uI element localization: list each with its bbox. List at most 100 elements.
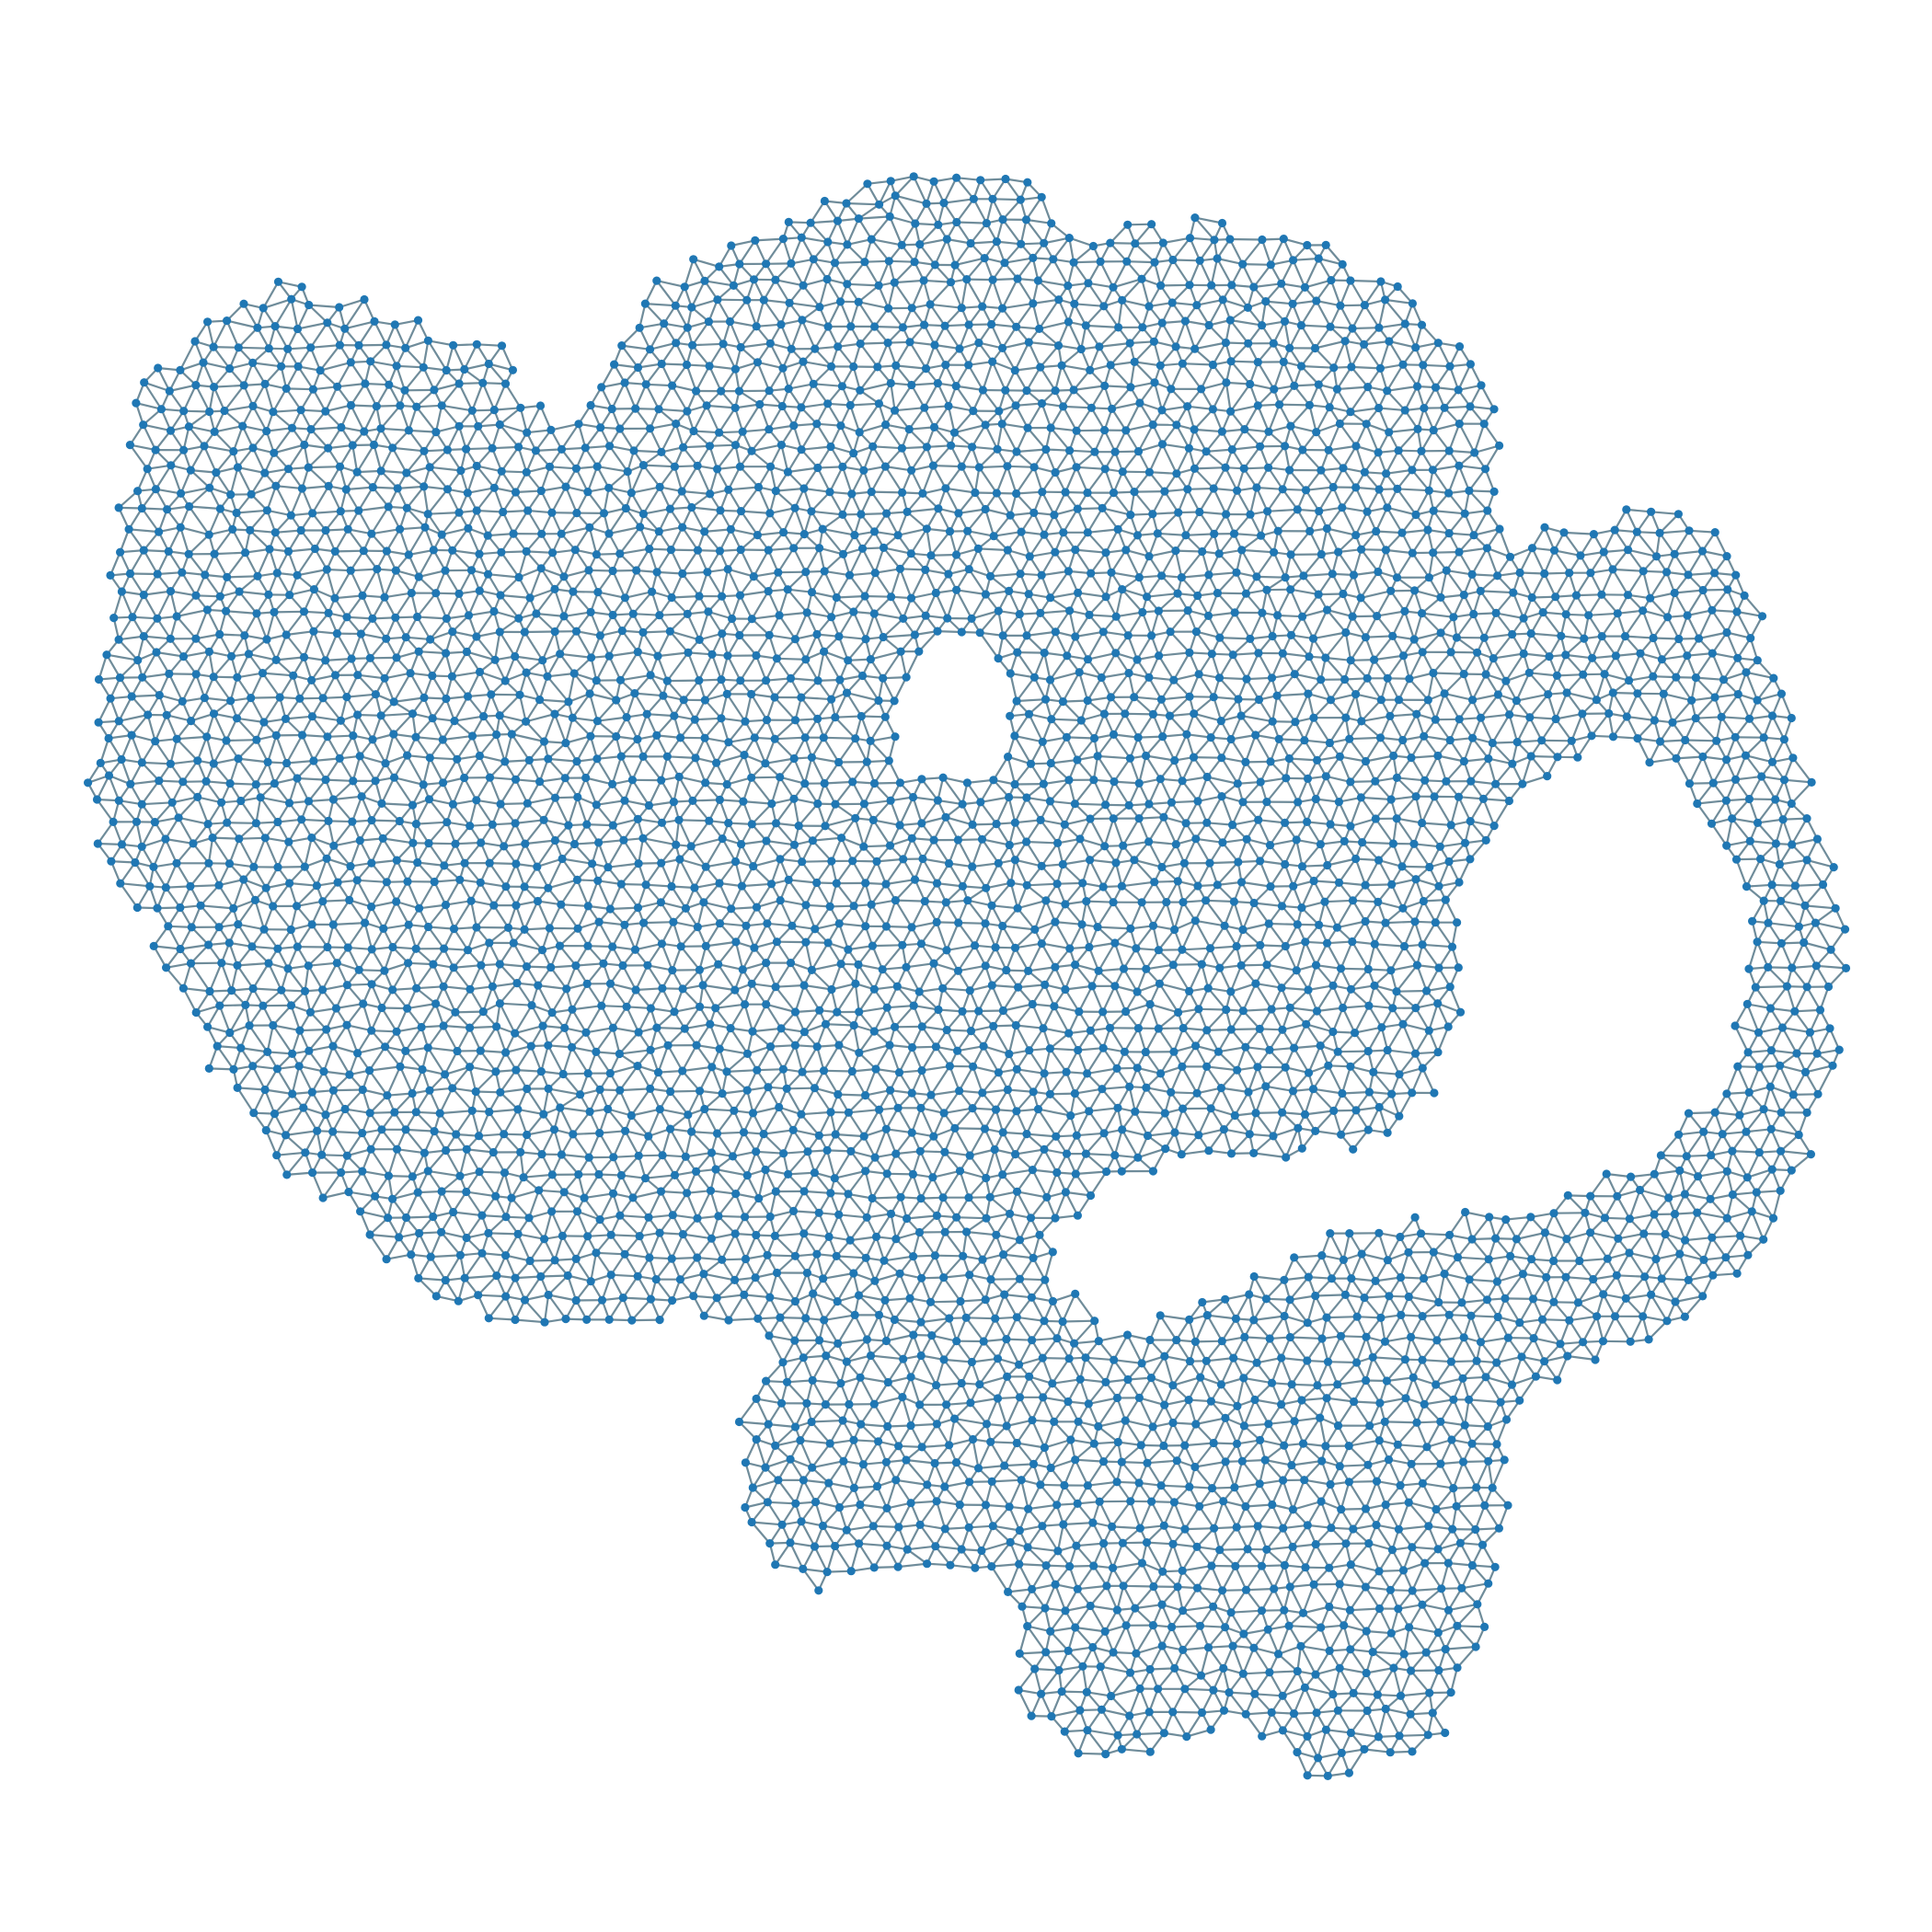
graph-edge (1469, 757, 1489, 782)
graph-edge (358, 343, 386, 347)
graph-edge (143, 423, 171, 432)
graph-edge (1241, 263, 1255, 288)
graph-edge (1163, 236, 1190, 245)
graph-edge (889, 215, 903, 246)
graph-edge (262, 298, 293, 309)
graph-edge (350, 362, 366, 385)
graph-edge (1339, 305, 1353, 329)
graph-edge (799, 383, 815, 408)
graph-edge (1388, 428, 1419, 433)
graph-edge (863, 261, 880, 286)
graph-edge (398, 405, 410, 431)
graph-edge (264, 384, 274, 413)
graph-edge (1480, 590, 1513, 594)
graph-edge (1180, 550, 1203, 579)
graph-edge (1344, 340, 1352, 368)
graph-edge (776, 487, 804, 492)
graph-edge (465, 425, 479, 450)
graph-edge (393, 673, 412, 703)
graph-edge (1695, 717, 1718, 742)
graph-edge (475, 799, 494, 825)
graph-edge (1473, 423, 1486, 454)
graph-edge (1110, 386, 1132, 410)
graph-edge (336, 362, 352, 387)
graph-edge (633, 428, 651, 452)
graph-edge (272, 427, 293, 454)
graph-edge (1736, 611, 1752, 639)
graph-edge (312, 715, 341, 722)
graph-edge (800, 696, 832, 701)
graph-edge (774, 279, 791, 304)
graph-edge (910, 384, 926, 408)
graph-edge (1194, 216, 1223, 224)
graph-edge (189, 505, 221, 511)
graph-edge (493, 383, 507, 411)
graph-edge (1102, 305, 1120, 328)
graph-edge (1085, 305, 1105, 327)
graph-edge (1001, 278, 1018, 309)
graph-edge (322, 697, 342, 721)
graph-edge (730, 320, 757, 328)
graph-edge (1230, 284, 1249, 309)
graph-edge (1075, 430, 1096, 453)
graph-edge (1205, 431, 1224, 453)
graph-edge (955, 177, 975, 200)
graph-edge (671, 385, 688, 412)
graph-edge (667, 679, 699, 683)
graph-edge (1397, 428, 1419, 452)
graph-edge (894, 176, 914, 197)
graph-edge (495, 734, 506, 763)
graph-edge (1002, 340, 1029, 350)
graph-edge (1002, 218, 1022, 245)
graph-edge (1336, 366, 1352, 390)
graph-edge (1110, 364, 1132, 388)
graph-edge (1015, 303, 1034, 328)
graph-edge (155, 591, 172, 619)
graph-edge (1377, 299, 1386, 328)
graph-edge (1244, 734, 1257, 763)
graph-edge (755, 299, 765, 328)
graph-edge (811, 510, 844, 516)
graph-edge (788, 361, 804, 390)
graph-edge (658, 385, 673, 410)
graph-edge (1015, 466, 1036, 495)
graph-edge (1194, 428, 1223, 433)
graph-edge (471, 382, 484, 411)
graph-edge (275, 735, 288, 764)
graph-edge (1134, 241, 1164, 245)
graph-edge (189, 425, 215, 433)
graph-edge (813, 326, 830, 350)
graph-edge (1636, 693, 1656, 721)
graph-edge (296, 305, 310, 329)
graph-edge (1175, 424, 1190, 449)
graph-edge (956, 589, 986, 596)
graph-edge (553, 589, 566, 617)
graph-edge (738, 362, 759, 392)
graph-edge (311, 426, 341, 431)
graph-edge (1282, 361, 1295, 386)
graph-edge (297, 365, 315, 390)
graph-edge (895, 364, 926, 370)
graph-edge (858, 215, 891, 220)
graph-edge (953, 409, 974, 433)
graph-edge (800, 445, 832, 451)
graph-edge (966, 278, 994, 282)
graph-edge (631, 486, 661, 494)
graph-edge (1272, 362, 1285, 390)
graph-edge (1792, 757, 1812, 784)
graph-edge (196, 797, 210, 825)
graph-edge (1028, 341, 1041, 368)
graph-edge (452, 344, 466, 370)
graph-edge (1627, 570, 1645, 596)
graph-edge (753, 239, 767, 265)
graph-edge (1039, 344, 1060, 368)
graph-edge (500, 778, 517, 805)
graph-edge (273, 610, 305, 614)
graph-edge (1290, 425, 1317, 433)
graph-edge (1029, 340, 1059, 347)
graph-edge (1276, 695, 1296, 723)
graph-edge (273, 443, 305, 454)
graph-edge (943, 198, 974, 204)
graph-edge (645, 362, 663, 385)
graph-edge (788, 302, 821, 308)
